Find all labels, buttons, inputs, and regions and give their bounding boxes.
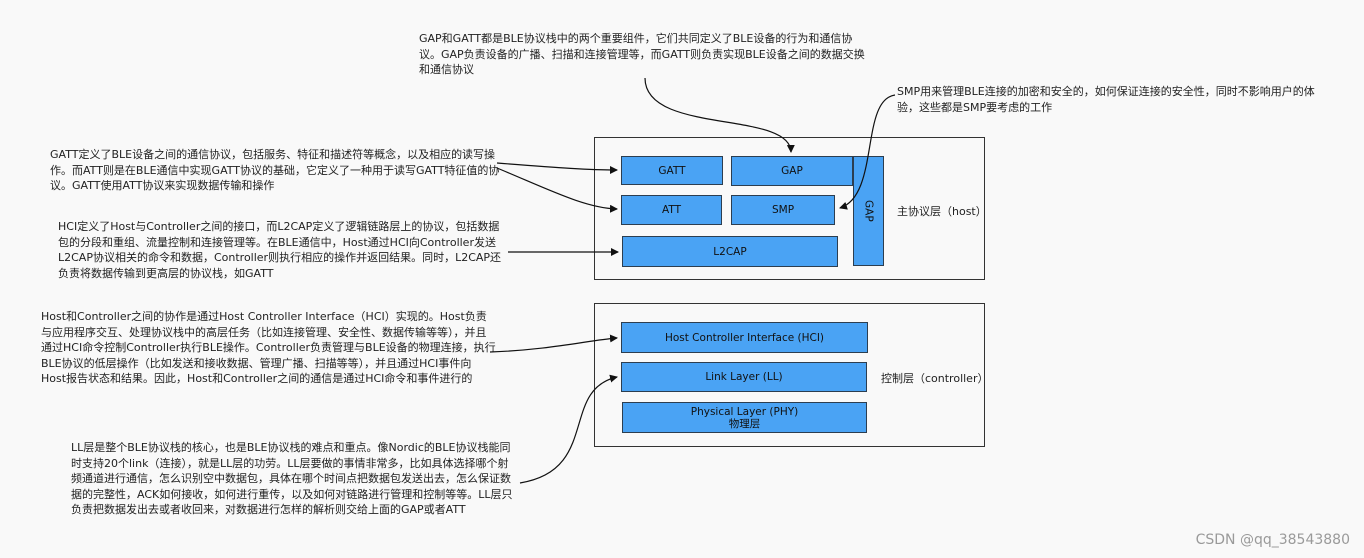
- arrow-note-to-hci: [489, 334, 618, 353]
- note-gatt: GATT定义了BLE设备之间的通信协议，包括服务、特征和描述符等概念，以及相应的…: [50, 148, 500, 192]
- hci-block: Host Controller Interface (HCI): [621, 322, 868, 353]
- gap-vertical-label: GAP: [862, 200, 875, 222]
- note-host-controller: Host和Controller之间的协作是通过Host Controller I…: [41, 310, 496, 385]
- smp-block: SMP: [731, 195, 835, 225]
- att-block: ATT: [621, 195, 722, 225]
- gatt-block: GATT: [621, 156, 723, 185]
- arrow-note-to-gatt: [496, 162, 618, 174]
- arrow-note-to-gap: [644, 77, 795, 153]
- gap-block: GAP: [731, 156, 853, 186]
- l2cap-block: L2CAP: [622, 236, 838, 267]
- host-layer-label: 主协议层（host）: [897, 205, 987, 218]
- controller-layer-label: 控制层（controller）: [881, 372, 989, 385]
- arrow-note-to-att: [496, 167, 618, 213]
- phy-label-cn: 物理层: [728, 417, 761, 430]
- note-gap-gatt: GAP和GATT都是BLE协议栈中的两个重要组件，它们共同定义了BLE设备的行为…: [419, 32, 865, 76]
- controller-frame: [594, 303, 985, 447]
- note-smp: SMP用来管理BLE连接的加密和安全的，如何保证连接的安全性，同时不影响用户的体…: [897, 85, 1315, 114]
- phy-block: Physical Layer (PHY) 物理层: [622, 402, 867, 433]
- note-hci-l2cap: HCI定义了Host与Controller之间的接口，而L2CAP定义了逻辑链路…: [58, 220, 502, 280]
- host-frame: [594, 137, 985, 280]
- ll-block: Link Layer (LL): [621, 362, 867, 392]
- arrow-note-to-smp: [839, 94, 896, 210]
- note-ll: LL层是整个BLE协议栈的核心，也是BLE协议栈的难点和重点。像Nordic的B…: [71, 441, 513, 516]
- watermark: CSDN @qq_38543880: [1195, 532, 1350, 548]
- arrow-note-to-ll: [519, 374, 618, 484]
- gap-vertical-block: GAP: [853, 156, 884, 266]
- phy-label-en: Physical Layer (PHY): [690, 405, 799, 418]
